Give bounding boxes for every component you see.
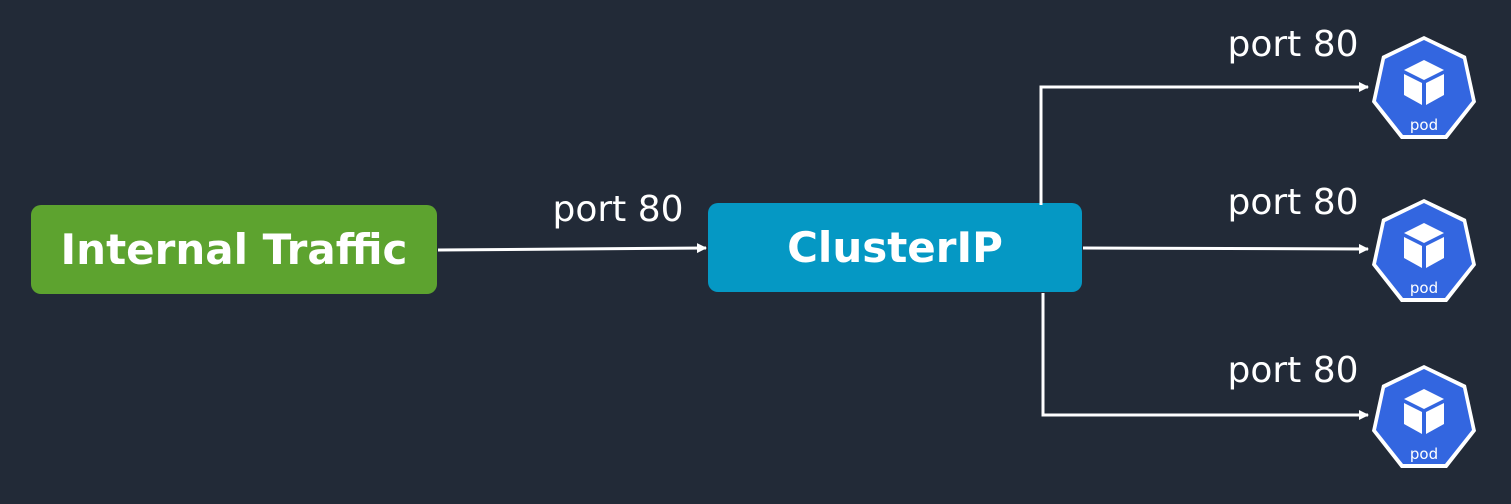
ingress-port-label: port 80 — [552, 189, 683, 230]
internal-traffic-node: Internal Traffic — [31, 205, 437, 294]
pod-2-connector — [1082, 243, 1369, 254]
pod-2-port-label: port 80 — [1227, 182, 1358, 223]
pod-3-connector — [1041, 293, 1369, 420]
internal-traffic-label: Internal Traffic — [61, 225, 408, 274]
pod-2-label: pod — [1410, 279, 1438, 297]
pod-3-port-label: port 80 — [1227, 350, 1358, 391]
pod-3: pod — [1372, 365, 1476, 468]
pod-3-label: pod — [1410, 445, 1438, 463]
internal-traffic-box — [31, 205, 437, 294]
pod-1-connector — [1039, 82, 1369, 205]
clusterip-label: ClusterIP — [787, 223, 1003, 272]
pod-1-heptagon — [1376, 40, 1472, 135]
pod-3-heptagon — [1376, 369, 1472, 464]
pod-1-label: pod — [1410, 116, 1438, 134]
pod-cube-icon — [1404, 60, 1444, 105]
ingress-arrow — [437, 243, 707, 254]
pod-cube-icon — [1404, 389, 1444, 434]
clusterip-node: ClusterIP — [708, 203, 1082, 292]
pod-2-heptagon — [1376, 203, 1472, 298]
pod-2: pod — [1372, 199, 1476, 302]
clusterip-box — [708, 203, 1082, 292]
pod-cube-icon — [1404, 223, 1444, 268]
pod-1-port-label: port 80 — [1227, 24, 1358, 65]
pod-1: pod — [1372, 36, 1476, 139]
